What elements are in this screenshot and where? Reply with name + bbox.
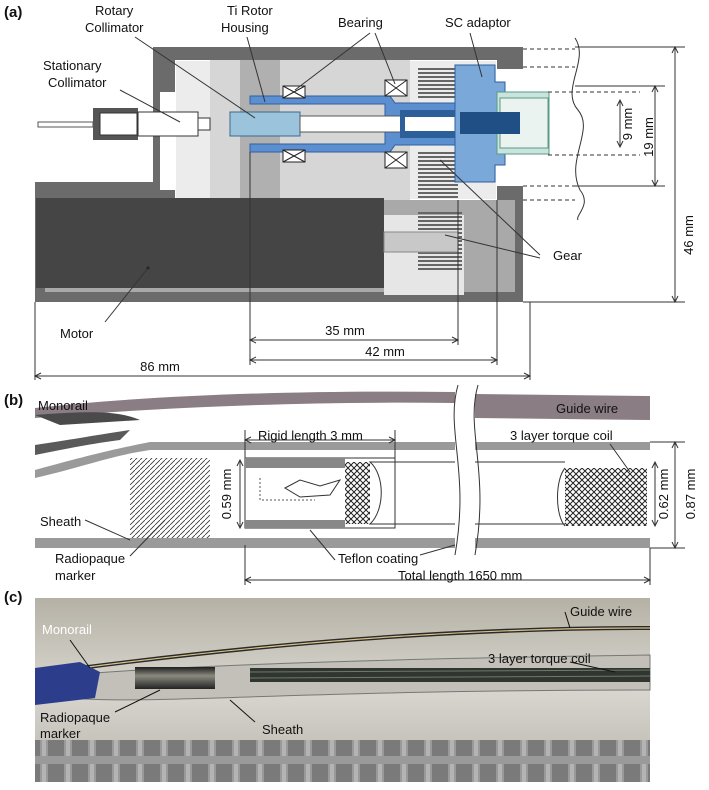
- label-sheath-c: Sheath: [262, 722, 303, 737]
- coil-start: [345, 462, 370, 524]
- label-gear: Gear: [553, 248, 583, 263]
- label-monorail-c: Monorail: [42, 622, 92, 637]
- dim-062mm: 0.62 mm: [656, 469, 671, 520]
- dimension-lines-bottom: [33, 152, 532, 380]
- label-ti-rotor-2: Housing: [221, 20, 269, 35]
- dashed-lines: [523, 48, 640, 201]
- fiber: [37, 121, 94, 128]
- ruler: [35, 740, 650, 782]
- label-guide-wire-c: Guide wire: [570, 604, 632, 619]
- dimension-lines-b: [236, 430, 685, 585]
- gear-upper: [418, 66, 458, 98]
- label-stationary-2: Collimator: [48, 75, 107, 90]
- dim-42mm: 42 mm: [365, 344, 405, 359]
- label-radiopaque-2: marker: [55, 568, 96, 583]
- label-ti-rotor-1: Ti Rotor: [227, 3, 273, 18]
- guide-wire: [35, 391, 455, 418]
- label-guide-wire-b: Guide wire: [556, 401, 618, 416]
- dim-86mm: 86 mm: [140, 359, 180, 374]
- label-torque-coil-b: 3 layer torque coil: [510, 428, 613, 443]
- dim-9mm: 9 mm: [620, 108, 635, 141]
- label-torque-coil-c: 3 layer torque coil: [488, 651, 591, 666]
- panel-b-label: (b): [4, 392, 23, 409]
- label-rotary-collimator-1: Rotary: [95, 3, 134, 18]
- label-bearing: Bearing: [338, 15, 383, 30]
- dim-46mm: 46 mm: [681, 215, 696, 255]
- label-radiopaque-1: Radiopaque: [55, 551, 125, 566]
- stationary-collimator-tip: [197, 117, 211, 131]
- panel-b: (b) Guide wire Monorail: [4, 384, 698, 585]
- label-sheath-b: Sheath: [40, 514, 81, 529]
- sc-adaptor-bore: [460, 112, 520, 134]
- radiopaque-marker-b: [130, 458, 210, 538]
- label-radiopaque-c-2: marker: [40, 726, 81, 741]
- gear-upper-2: [418, 150, 458, 198]
- break-line-b: [453, 384, 481, 556]
- dimension-lines-right: [523, 45, 685, 304]
- label-total-length: Total length 1650 mm: [398, 568, 522, 583]
- break-line: [571, 37, 585, 221]
- label-motor: Motor: [60, 326, 94, 341]
- label-radiopaque-c-1: Radiopaque: [40, 710, 110, 725]
- label-sc-adaptor: SC adaptor: [445, 15, 511, 30]
- leader-lines-b: [84, 443, 631, 561]
- label-monorail-b: Monorail: [38, 398, 88, 413]
- sheath-bottom-wall: [35, 538, 455, 548]
- monorail-tip: [35, 662, 100, 705]
- leader-lines-a: [119, 32, 541, 259]
- dim-19mm: 19 mm: [641, 117, 656, 157]
- dim-087mm: 0.87 mm: [683, 469, 698, 520]
- stationary-collimator-inner: [99, 112, 138, 136]
- label-stationary-1: Stationary: [43, 58, 102, 73]
- label-teflon-coating: Teflon coating: [338, 551, 418, 566]
- panel-a-label: (a): [4, 4, 22, 21]
- label-rotary-collimator-2: Collimator: [85, 20, 144, 35]
- label-rigid-length: Rigid length 3 mm: [258, 428, 363, 443]
- dim-35mm: 35 mm: [325, 323, 365, 338]
- torque-coil-b: [565, 468, 647, 526]
- motor: [36, 198, 384, 288]
- radiopaque-marker-photo: [135, 667, 215, 689]
- dim-059mm: 0.59 mm: [219, 469, 234, 520]
- leader-lines-c: [69, 611, 616, 723]
- reflector: [283, 479, 342, 498]
- sheath-top-wall: [35, 442, 455, 478]
- panel-c-label: (c): [4, 589, 22, 606]
- panel-c: (c) Guide wire Monorail 3 layer torque c…: [4, 589, 651, 782]
- panel-a: (a): [4, 3, 696, 380]
- rotary-collimator: [229, 111, 301, 137]
